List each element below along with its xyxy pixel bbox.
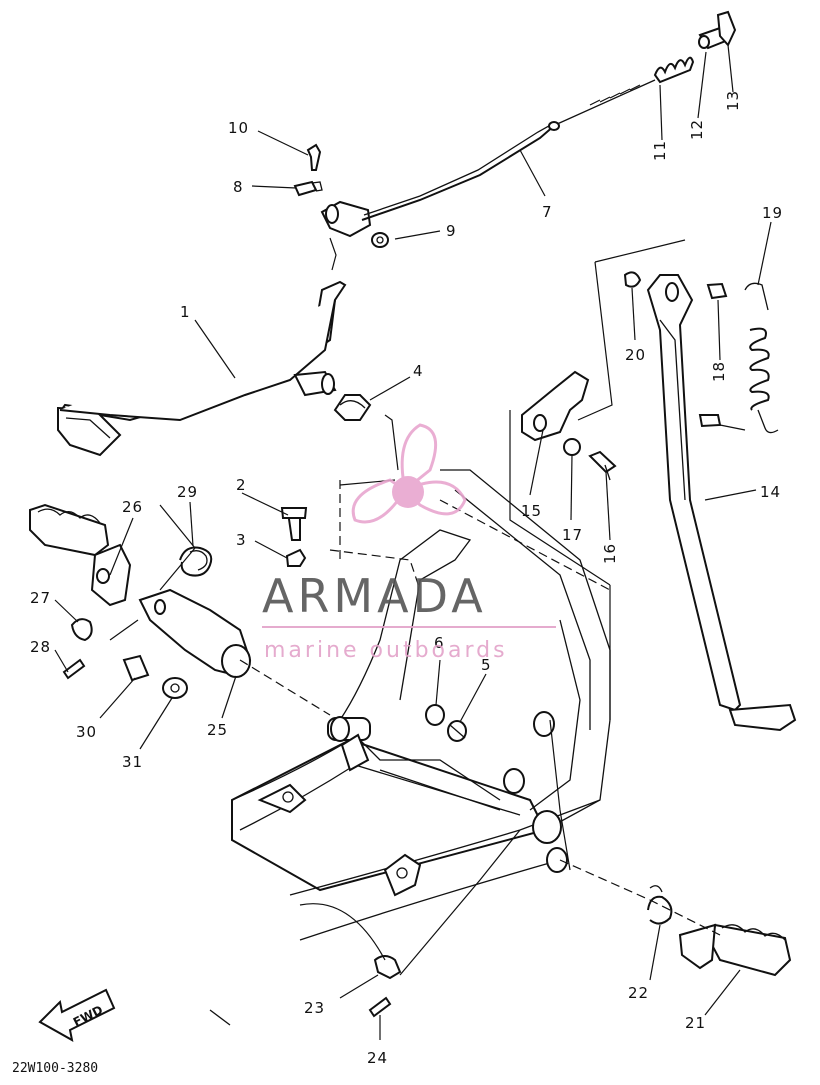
drawing-code: 22W100-3280: [12, 1061, 98, 1076]
spring-22: [647, 885, 673, 925]
fwd-direction-arrow: FWD: [38, 988, 116, 1042]
callout-19: 19: [762, 204, 783, 222]
callout-1: 1: [180, 303, 191, 321]
callout-23: 23: [304, 999, 325, 1017]
callout-2: 2: [236, 476, 247, 494]
callout-4: 4: [413, 362, 424, 380]
callout-29: 29: [177, 483, 198, 501]
callout-11: 11: [651, 140, 669, 161]
callout-3: 3: [236, 531, 247, 549]
callout-30: 30: [76, 723, 97, 741]
callout-26: 26: [122, 498, 143, 516]
callout-27: 27: [30, 589, 51, 607]
washer-and-clip: [425, 704, 467, 742]
frame-assembly: [209, 469, 611, 1026]
watermark-brand: ARMADA: [262, 569, 487, 623]
armada-watermark: ARMADA marine outboards: [262, 423, 556, 663]
callout-18: 18: [710, 361, 728, 382]
right-footrest-assembly: [340, 733, 792, 1018]
callout-15: 15: [521, 502, 542, 520]
callout-8: 8: [233, 178, 244, 196]
callout-10: 10: [228, 119, 249, 137]
brake-rod-assembly: [361, 10, 737, 221]
callout-17: 17: [562, 526, 583, 544]
spring-11: [653, 56, 695, 84]
callout-9: 9: [446, 222, 457, 240]
side-stand-assembly: [521, 271, 797, 732]
propeller-logo-icon: [351, 423, 467, 524]
callout-12: 12: [688, 119, 706, 140]
callout-22: 22: [628, 984, 649, 1002]
spring-29: [179, 546, 213, 577]
callout-16: 16: [601, 543, 619, 564]
callout-14: 14: [760, 483, 781, 501]
callout-7: 7: [542, 203, 553, 221]
brake-pedal-assembly: [57, 143, 389, 457]
callout-28: 28: [30, 638, 51, 656]
leader-lines: [54, 44, 772, 1040]
callout-20: 20: [625, 346, 646, 364]
callout-13: 13: [724, 90, 742, 111]
callout-24: 24: [367, 1049, 388, 1067]
callout-5: 5: [481, 656, 492, 674]
callout-6: 6: [434, 634, 445, 652]
callout-21: 21: [685, 1014, 706, 1032]
callout-31: 31: [122, 753, 143, 771]
watermark-tagline: marine outboards: [264, 638, 508, 663]
spring-19: [744, 282, 779, 434]
callout-25: 25: [207, 721, 228, 739]
assembly-guide-lines: [109, 237, 746, 976]
callout-labels: 1 2 3 4 5 6 7 8 9 10 11 12 13 14 15 16 1…: [30, 90, 783, 1067]
left-footrest-assembly: [29, 503, 308, 699]
